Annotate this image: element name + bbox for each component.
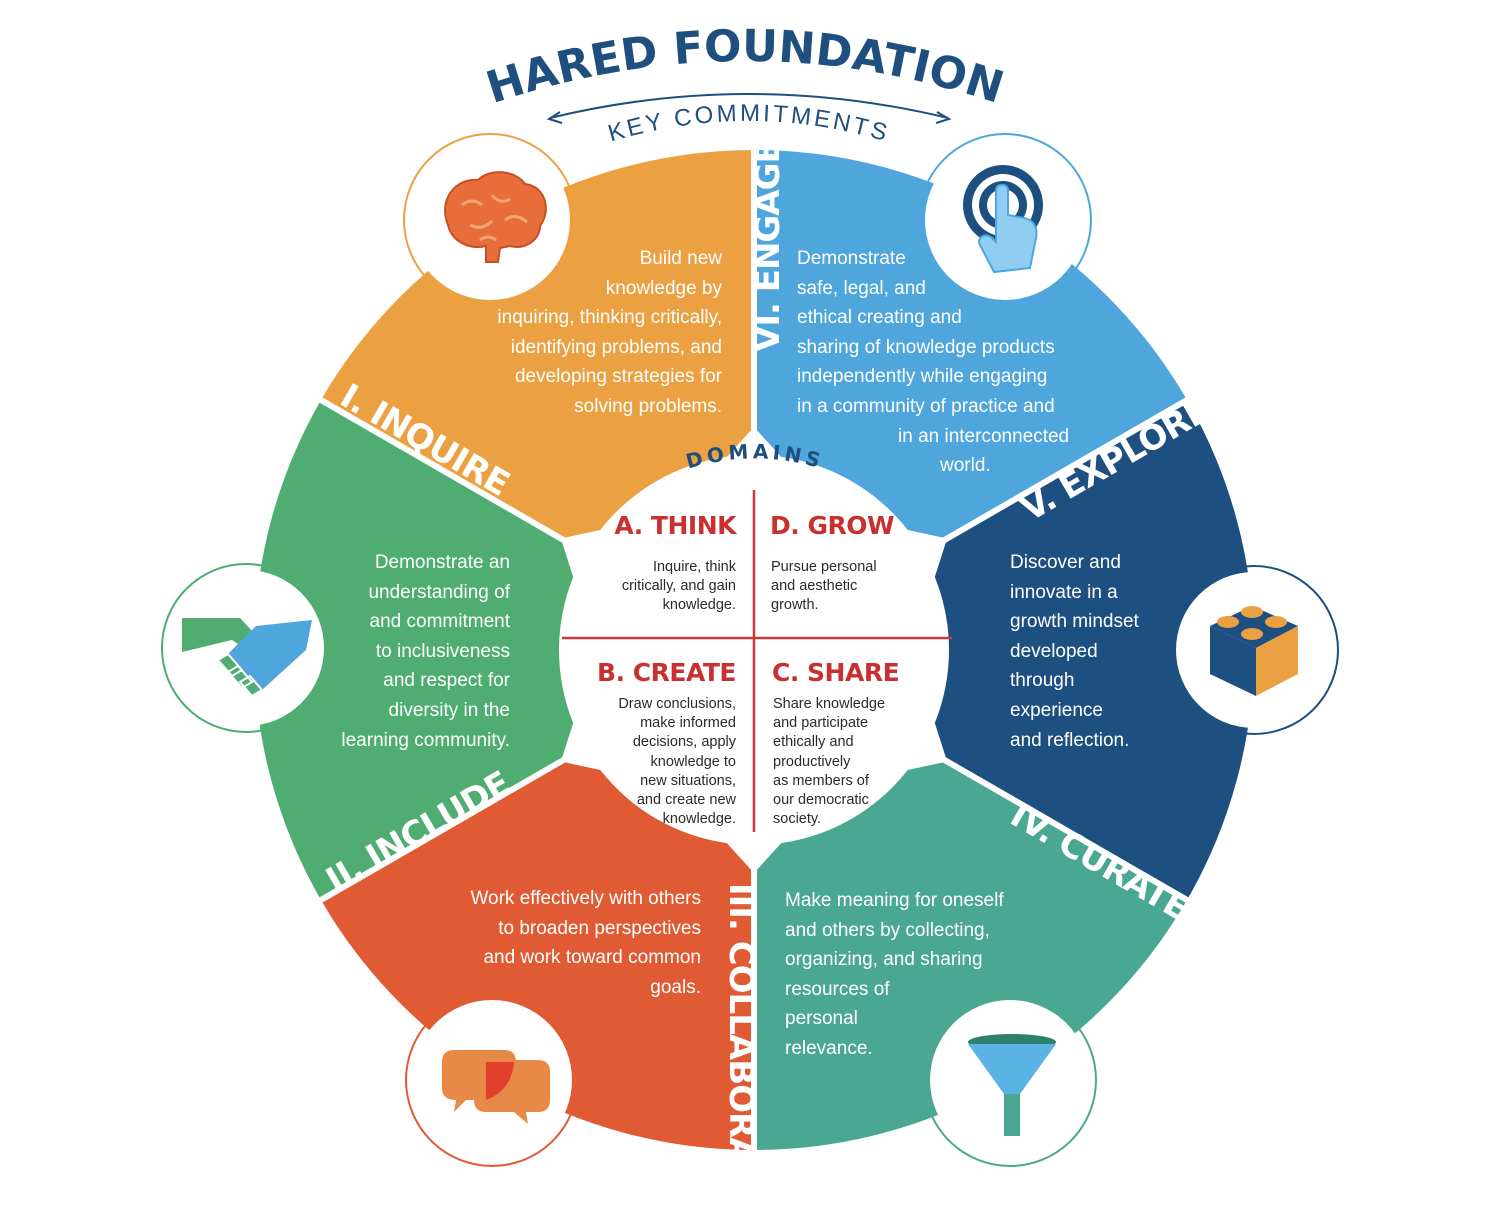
- segment-explore: [754, 400, 1254, 900]
- diagram-subtitle: KEY COMMITMENTS: [605, 100, 893, 148]
- icon-badge-inquire: [403, 133, 577, 307]
- speech-bubbles-icon: [442, 1050, 550, 1124]
- domain-title-think: A. THINK: [614, 511, 736, 540]
- brain-icon: [444, 171, 547, 263]
- arrowhead-left-icon: [546, 111, 563, 124]
- diagram-title: SHARED FOUNDATIONS: [0, 0, 1010, 114]
- funnel-icon: [968, 1034, 1056, 1136]
- title-arrow: [549, 93, 949, 119]
- segment-title-collaborate: III. COLLABORATE: [721, 883, 761, 1204]
- icon-badge-include: [161, 563, 331, 733]
- arrowhead-right-icon: [935, 111, 952, 124]
- domain-title-share: C. SHARE: [772, 658, 900, 687]
- icon-badge-engage: [918, 133, 1092, 307]
- domain-title-grow: D. GROW: [770, 511, 895, 540]
- building-block-icon: [1210, 606, 1298, 696]
- handshake-icon: [182, 618, 312, 698]
- segment-include: [254, 400, 754, 900]
- touch-icon: [963, 165, 1043, 274]
- icon-badge-explore: [1169, 565, 1339, 735]
- segment-title-engage: VI. ENGAGE: [748, 141, 788, 352]
- icon-badge-curate: [923, 993, 1097, 1167]
- domain-title-create: B. CREATE: [597, 658, 736, 687]
- icon-badge-collaborate: [405, 993, 579, 1167]
